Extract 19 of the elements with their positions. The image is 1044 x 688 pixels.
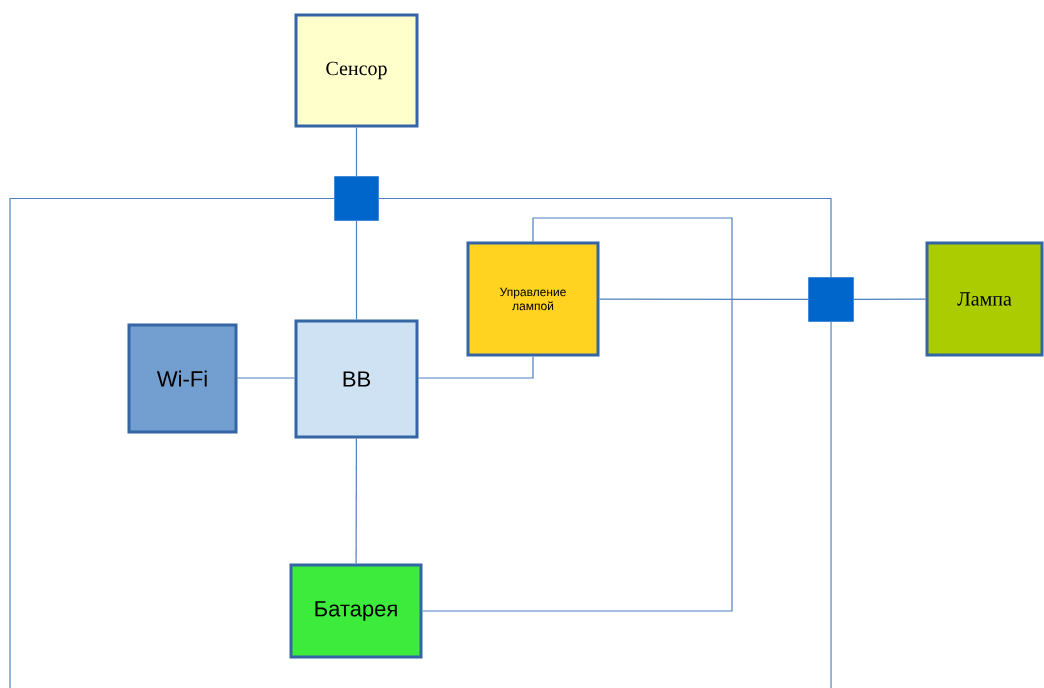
connector-line bbox=[830, 321, 832, 688]
connector-line bbox=[355, 220, 358, 321]
controller-box: BB bbox=[294, 319, 419, 439]
connector-line bbox=[853, 298, 927, 301]
connector-line bbox=[236, 377, 296, 379]
sensor-box: Сенсор bbox=[294, 13, 419, 128]
junction-square bbox=[808, 277, 854, 322]
connector-line bbox=[417, 355, 534, 379]
battery-box: Батарея bbox=[289, 563, 423, 659]
connector-line bbox=[378, 197, 832, 278]
control-box: Управление лампой bbox=[466, 241, 600, 357]
connector-line bbox=[421, 217, 733, 612]
connector-line bbox=[9, 197, 335, 688]
lamp-box: Лампа bbox=[925, 241, 1044, 357]
connector-line bbox=[355, 126, 358, 177]
wifi-box: Wi-Fi bbox=[127, 323, 238, 434]
connector-line bbox=[355, 437, 357, 565]
connector-line bbox=[598, 298, 809, 301]
junction-square bbox=[334, 176, 379, 221]
